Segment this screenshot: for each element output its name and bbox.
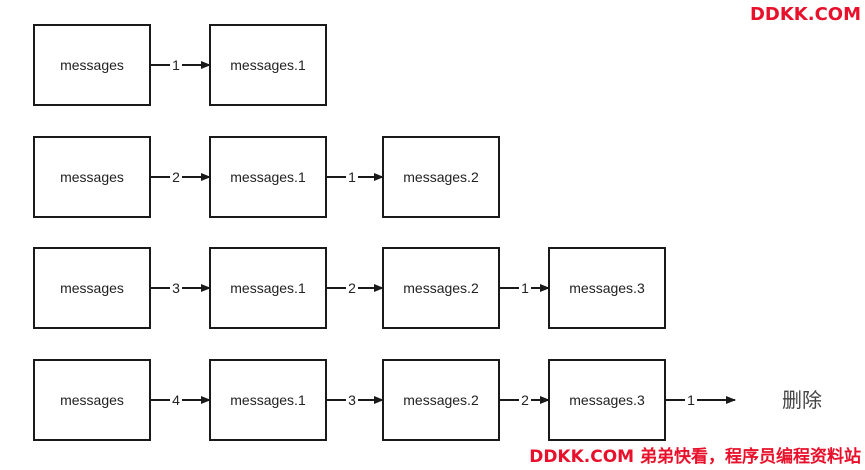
box-label-row4-3: messages.2 [403,392,479,408]
arrow-row4-3-label: 2 [521,392,529,408]
box-label-row2-1: messages [60,169,124,185]
box-row3-1 [33,247,151,329]
box-label-row1-2: messages.1 [230,57,306,73]
box-label-row3-3: messages.2 [403,280,479,296]
box-label-row4-2: messages.1 [230,392,306,408]
box-label-row3-1: messages [60,280,124,296]
arrow-row3-2: 2 [326,280,384,296]
box-row2-3 [382,136,500,218]
row-4: messages messages.1 messages.2 messages.3 4 3… [33,359,822,441]
row-2: messages messages.1 messages.2 2 1 [33,136,500,218]
arrow-row4-2: 3 [326,392,384,408]
arrow-row2-2-label: 1 [348,169,356,185]
trailing-arrow-row4: 1 [665,392,736,408]
arrow-row3-1: 3 [150,280,211,296]
arrow-row4-1: 4 [150,392,211,408]
arrow-row2-2: 1 [326,169,384,185]
arrow-row3-1-label: 3 [172,280,180,296]
box-row3-4 [548,247,666,329]
box-label-row4-4: messages.3 [569,392,645,408]
arrow-row3-3: 1 [499,280,550,296]
box-row1-2 [209,24,327,106]
box-row3-3 [382,247,500,329]
arrow-row2-1-label: 2 [172,169,180,185]
arrow-row2-1: 2 [150,169,211,185]
box-row4-4 [548,359,666,441]
trailing-arrow-row4-label: 1 [687,392,695,408]
box-label-row2-3: messages.2 [403,169,479,185]
box-row4-2 [209,359,327,441]
box-label-row1-1: messages [60,57,124,73]
arrow-row3-2-label: 2 [348,280,356,296]
arrow-row1-1: 1 [150,57,211,73]
box-label-row2-2: messages.1 [230,169,306,185]
watermark-bottom: DDKK.COM 弟弟快看，程序员编程资料站 [529,447,861,467]
arrow-row1-1-label: 1 [172,57,180,73]
arrow-row4-2-label: 3 [348,392,356,408]
arrow-row4-3: 2 [499,392,550,408]
box-label-row4-1: messages [60,392,124,408]
box-label-row3-4: messages.3 [569,280,645,296]
box-row2-1 [33,136,151,218]
arrow-row3-3-label: 1 [521,280,529,296]
row-1: messages messages.1 1 [33,24,327,106]
delete-label: 删除 [782,388,822,412]
row-3: messages messages.1 messages.2 messages.3 3 2… [33,247,666,329]
box-row4-1 [33,359,151,441]
box-row3-2 [209,247,327,329]
box-row1-1 [33,24,151,106]
watermark-top: DDKK.COM [749,4,861,25]
box-label-row3-2: messages.1 [230,280,306,296]
arrow-row4-1-label: 4 [172,392,180,408]
